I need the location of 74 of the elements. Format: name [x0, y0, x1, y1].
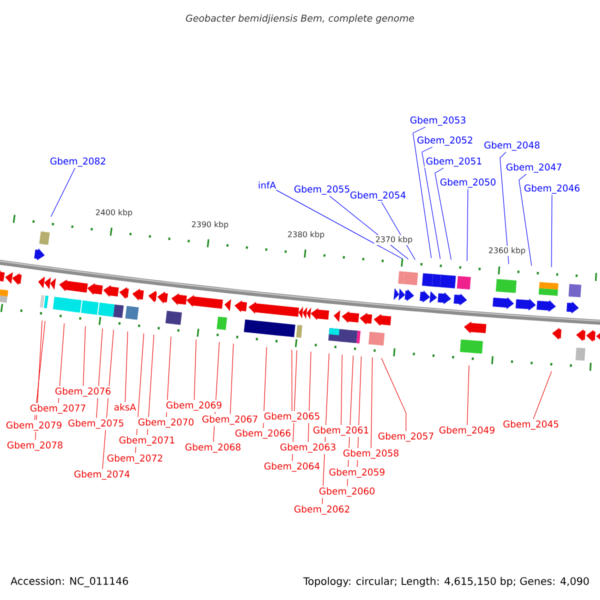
title: Geobacter bemidjiensis Bem, complete genome — [186, 14, 414, 24]
gene-label: Gbem_2051 — [426, 157, 482, 167]
gene-label: Gbem_2062 — [294, 505, 350, 515]
gene-label: Gbem_2047 — [506, 163, 562, 173]
leader-line — [329, 196, 408, 260]
footer-text: Accession: NC_011146 — [10, 576, 128, 588]
gene-label: Gbem_2058 — [343, 449, 398, 459]
gene-label: aksA — [114, 403, 136, 411]
gene-label: Gbem_2068 — [185, 443, 240, 453]
leader-line — [466, 189, 468, 262]
leader-line — [422, 146, 441, 260]
gene-label: Gbem_2066 — [235, 429, 291, 439]
leader-line — [35, 320, 42, 440]
leader-line — [96, 328, 103, 418]
leader-line — [533, 371, 552, 419]
leader-line — [135, 333, 144, 453]
leader-line — [466, 365, 470, 425]
leader-line — [213, 342, 220, 442]
gene-label: Gbem_2076 — [55, 387, 111, 397]
gene-label: Gbem_2071 — [119, 436, 174, 446]
leader-line — [102, 329, 114, 469]
gene-label: Gbem_2067 — [202, 415, 258, 425]
leader-line — [322, 353, 330, 504]
gene-label: Gbem_2061 — [313, 426, 368, 436]
gene-label: Gbem_2079 — [6, 421, 62, 431]
gene-label: Gbem_2072 — [107, 454, 162, 464]
leader-line — [518, 174, 532, 266]
gene-label: Gbem_2053 — [410, 116, 466, 126]
leader-line — [308, 351, 312, 442]
gene-label: Gbem_2082 — [50, 157, 106, 167]
gene-label: Gbem_2070 — [138, 418, 194, 428]
leader-line — [434, 168, 452, 260]
gene-label: Gbem_2059 — [329, 468, 384, 478]
leader-line — [124, 331, 128, 402]
leader-line — [58, 323, 65, 403]
leader-line — [500, 152, 510, 264]
leader-line — [166, 336, 172, 417]
leader-line — [292, 350, 298, 461]
gene-label: Gbem_2064 — [264, 462, 320, 472]
gene-label: Gbem_2050 — [440, 178, 496, 188]
gene-label: Gbem_2065 — [264, 412, 320, 422]
leader-line — [551, 195, 552, 268]
gene-label: Gbem_2045 — [503, 420, 558, 430]
gene-label: Gbem_2052 — [417, 136, 472, 146]
leader-line — [346, 355, 354, 486]
gene-label: Gbem_2057 — [378, 432, 434, 442]
gene-label: Gbem_2078 — [7, 441, 62, 451]
leader-line — [381, 202, 416, 260]
gene-label: Gbem_2060 — [319, 487, 374, 497]
gene-label: infA — [258, 181, 276, 189]
leader-line — [147, 334, 154, 435]
gene-label: Gbem_2049 — [439, 426, 494, 436]
footer-text: Topology: circular; Length: 4,615,150 bp; Genes: 4,090 — [303, 577, 589, 587]
leader-line — [262, 346, 267, 428]
gene-label: Gbem_2048 — [484, 141, 540, 151]
leader-line — [381, 358, 406, 432]
gene-label: Gbem_2055 — [294, 185, 350, 195]
leader-line — [370, 357, 373, 448]
leader-line — [412, 126, 432, 258]
gene-label: Gbem_2046 — [524, 184, 580, 194]
gene-label: Gbem_2075 — [68, 419, 124, 429]
leader-line — [356, 356, 362, 467]
leader-line — [340, 354, 342, 425]
leader-line — [194, 339, 196, 400]
gene-label: Gbem_2069 — [166, 401, 222, 411]
gene-label: Gbem_2074 — [74, 470, 130, 480]
leader-line — [276, 190, 403, 259]
gene-label: Gbem_2054 — [350, 191, 406, 201]
gene-label: Gbem_2077 — [30, 404, 86, 414]
leader-line — [50, 168, 76, 218]
gene-label: Gbem_2063 — [280, 443, 336, 453]
leader-line — [34, 320, 46, 420]
leader-line — [82, 326, 86, 386]
leader-line — [230, 343, 234, 414]
